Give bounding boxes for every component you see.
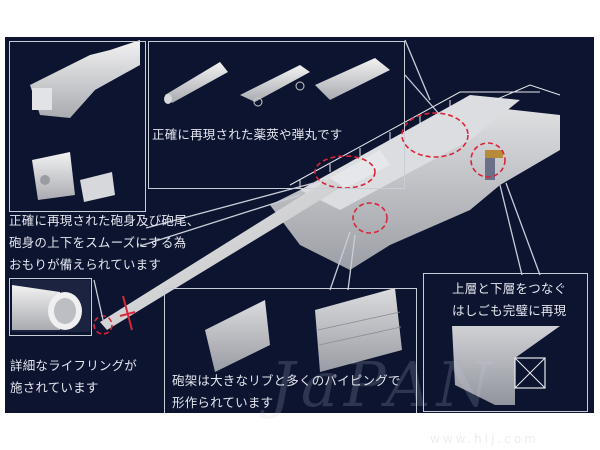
- ladder-inset-illustration: [452, 326, 560, 405]
- rifling-marker: [119, 295, 136, 331]
- breech-inset-frame: [9, 41, 146, 212]
- ammunition-caption: 正確に再現された薬莢や弾丸です: [152, 127, 343, 142]
- rifling-inset-illustration: [12, 280, 90, 332]
- rifling-inset-frame: [9, 278, 92, 336]
- leader-lines: [93, 39, 541, 321]
- watermark-url: www.hlj.com: [430, 432, 539, 446]
- watermark-logo: JaPAN: [270, 348, 497, 421]
- rifling-caption: 詳細なライフリングが 施されています: [10, 358, 138, 395]
- carriage-inset-frame: [164, 288, 417, 413]
- gun-barrel-illustration: [100, 150, 390, 330]
- carriage-inset-illustration: [205, 288, 402, 372]
- ammunition-inset-frame: [148, 41, 405, 189]
- breech-parts-illustration: [30, 40, 140, 202]
- ladder-inset-frame: [423, 273, 588, 412]
- barrel-breech-caption: 正確に再現された砲身及び砲尾、 砲身の上下をスムーズにする為 おもりが備えられて…: [9, 213, 200, 272]
- ladder-caption: 上層と下層をつなぐ はしごも完璧に再現: [452, 281, 567, 318]
- ammunition-parts-illustration: [164, 58, 390, 107]
- carriage-caption: 砲架は大きなリブと多くのパイピングで 形作られています: [172, 373, 401, 410]
